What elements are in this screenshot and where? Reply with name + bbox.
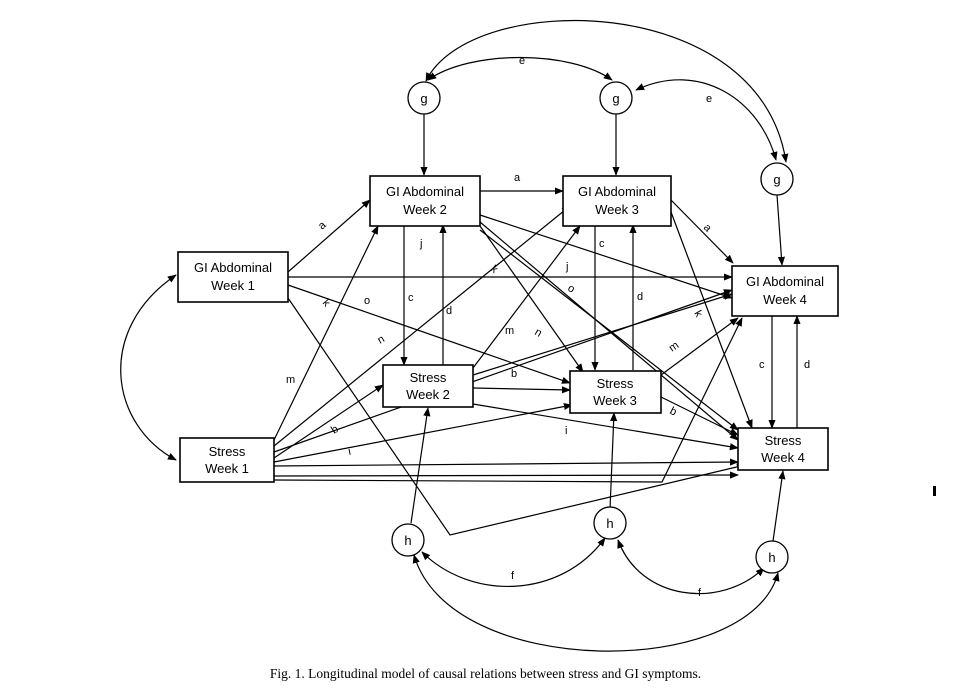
label-f-2: f	[698, 587, 702, 599]
residual-g-week-3: g	[599, 81, 633, 115]
label-c-2: c	[599, 238, 605, 250]
label-i-1: i	[347, 446, 352, 458]
path-gi1-st3	[287, 284, 571, 384]
node-st4-line1: Stress	[765, 433, 802, 448]
label-d-3: d	[804, 359, 810, 371]
path-gi2-gi4	[479, 214, 733, 299]
path-h4-st4	[772, 470, 786, 542]
residual-h2-label: h	[404, 533, 411, 548]
covariance-gi1-st1	[120, 274, 177, 461]
covariance-h3-h4	[617, 539, 765, 595]
label-k-3: k	[691, 309, 704, 320]
label-e-2: e	[706, 93, 712, 105]
node-st2-line2: Week 2	[406, 387, 450, 402]
label-i-2: i	[565, 425, 567, 437]
label-m-2: m	[505, 325, 514, 337]
label-j-2: j	[565, 261, 568, 273]
path-st2-gi4	[472, 292, 733, 376]
path-gi1-gi2	[287, 199, 371, 273]
path-st1-gi4-low	[273, 317, 743, 483]
label-j-1: j	[419, 238, 422, 250]
path-st1-st4	[273, 458, 739, 467]
path-gi2-st4	[479, 221, 739, 441]
node-gi2-line1: GI Abdominal	[386, 184, 464, 199]
label-m-3: m	[667, 339, 681, 354]
node-stress-week-2: Stress Week 2	[382, 364, 474, 408]
path-st1-gi4	[273, 289, 733, 453]
path-gi2-st3	[479, 225, 584, 373]
text-cursor-mark	[933, 486, 936, 496]
residual-h-week-3: h	[593, 506, 627, 540]
figure-caption: Fig. 1. Longitudinal model of causal rel…	[269, 666, 702, 681]
path-st2-st4	[472, 403, 739, 451]
node-stress-week-4: Stress Week 4	[737, 427, 829, 471]
label-e-1: e	[519, 55, 525, 67]
node-gi2-line2: Week 2	[403, 202, 447, 217]
node-gi4-line2: Week 4	[763, 292, 807, 307]
label-a-1: a	[316, 219, 329, 233]
path-g4-gi4	[776, 194, 786, 266]
node-gi1-line1: GI Abdominal	[194, 260, 272, 275]
label-o-2: o	[566, 282, 577, 295]
path-st1-st4-lower	[273, 471, 739, 479]
label-n-2: n	[533, 326, 544, 339]
node-stress-week-3: Stress Week 3	[569, 370, 662, 414]
label-d-1: d	[446, 305, 452, 317]
path-st1-st3	[273, 402, 573, 463]
node-st2-line1: Stress	[410, 370, 447, 385]
covariance-g2-g3	[427, 56, 613, 81]
label-m-1: m	[286, 374, 295, 386]
node-gi-abdominal-week-1: GI Abdominal Week 1	[177, 251, 289, 303]
label-b-3: b	[668, 405, 679, 418]
path-st2-gi3	[472, 225, 581, 369]
path-st1-st2	[273, 384, 384, 459]
path-st1-gi2	[273, 225, 379, 441]
node-gi3-line1: GI Abdominal	[578, 184, 656, 199]
path-st1-gi3	[273, 205, 571, 447]
label-c-1: c	[408, 292, 414, 304]
residual-h-week-4: h	[755, 540, 789, 574]
residual-g3-label: g	[612, 91, 619, 106]
node-gi-abdominal-week-4: GI Abdominal Week 4	[731, 265, 839, 317]
label-a-2: a	[514, 172, 521, 184]
label-d-2: d	[637, 291, 643, 303]
label-c-3: c	[759, 359, 765, 371]
path-gi3-gi4	[670, 199, 734, 264]
node-stress-week-1: Stress Week 1	[179, 437, 275, 483]
residual-g4-label: g	[773, 172, 780, 187]
label-k-2: k	[488, 263, 500, 276]
residual-h4-label: h	[768, 550, 775, 565]
residual-g-week-4: g	[760, 162, 794, 196]
covariance-h2-h4	[412, 554, 780, 652]
residual-g-week-2: g	[407, 81, 441, 115]
node-gi4-line1: GI Abdominal	[746, 274, 824, 289]
label-b-2: b	[511, 368, 517, 380]
path-gi1-st4	[287, 297, 746, 536]
node-st1-line1: Stress	[209, 444, 246, 459]
path-h3-st3	[609, 412, 618, 510]
label-b-1: b	[329, 423, 341, 436]
label-o-1: o	[364, 295, 370, 307]
label-f-1: f	[511, 570, 515, 582]
residual-g2-label: g	[420, 91, 427, 106]
path-gi3-st4	[670, 211, 753, 429]
node-gi-abdominal-week-2: GI Abdominal Week 2	[369, 175, 481, 227]
label-k-1: k	[320, 297, 333, 309]
node-st1-line2: Week 1	[205, 461, 249, 476]
path-st2-st3	[472, 386, 571, 394]
node-st3-line1: Stress	[597, 376, 634, 391]
residual-h3-label: h	[606, 516, 613, 531]
node-gi1-line2: Week 1	[211, 278, 255, 293]
path-gi2-st3-k	[479, 229, 739, 431]
node-st3-line2: Week 3	[593, 393, 637, 408]
node-st4-line2: Week 4	[761, 450, 805, 465]
node-gi3-line2: Week 3	[595, 202, 639, 217]
node-gi-abdominal-week-3: GI Abdominal Week 3	[562, 175, 672, 227]
path-h2-st2	[410, 407, 431, 524]
label-n-1: n	[376, 333, 387, 346]
residual-h-week-2: h	[391, 523, 425, 557]
covariance-g2-g4	[425, 19, 789, 163]
path-st3-gi4	[660, 317, 739, 376]
